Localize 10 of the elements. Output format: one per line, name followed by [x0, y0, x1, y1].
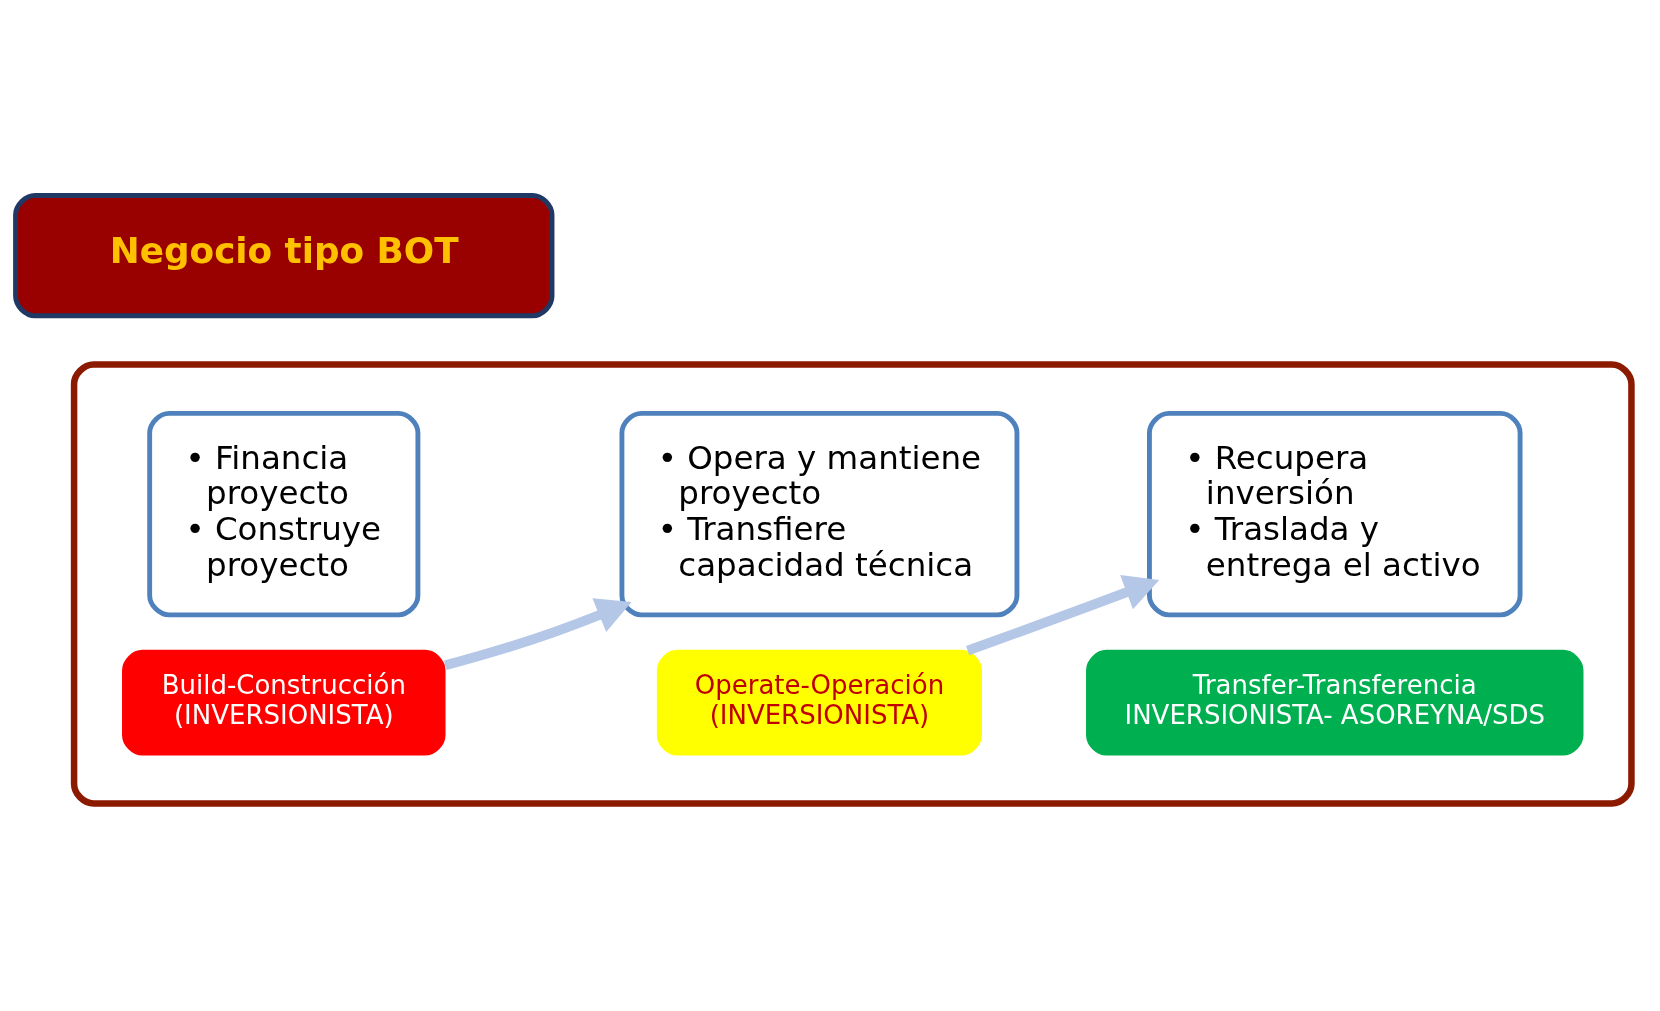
- node-box: Transfer-Transferencia INVERSIONISTA- ASOREYNA/SDS: [1086, 649, 1584, 756]
- node-box: Negocio tipo BOT: [13, 192, 555, 318]
- node-box: • Recupera inversión • Traslada y entrega el activo: [1147, 410, 1523, 617]
- arrow: [444, 597, 632, 670]
- arrow: [966, 574, 1160, 655]
- node-box: Operate-Operación (INVERSIONISTA): [656, 649, 982, 756]
- node-box: • Financia proyecto • Construye proyecto: [147, 410, 421, 617]
- node-box: Build-Construcción (INVERSIONISTA): [122, 649, 446, 756]
- node-box: • Opera y mantiene proyecto • Transfiere capacidad técnica: [619, 410, 1020, 617]
- cluster: [70, 360, 1635, 807]
